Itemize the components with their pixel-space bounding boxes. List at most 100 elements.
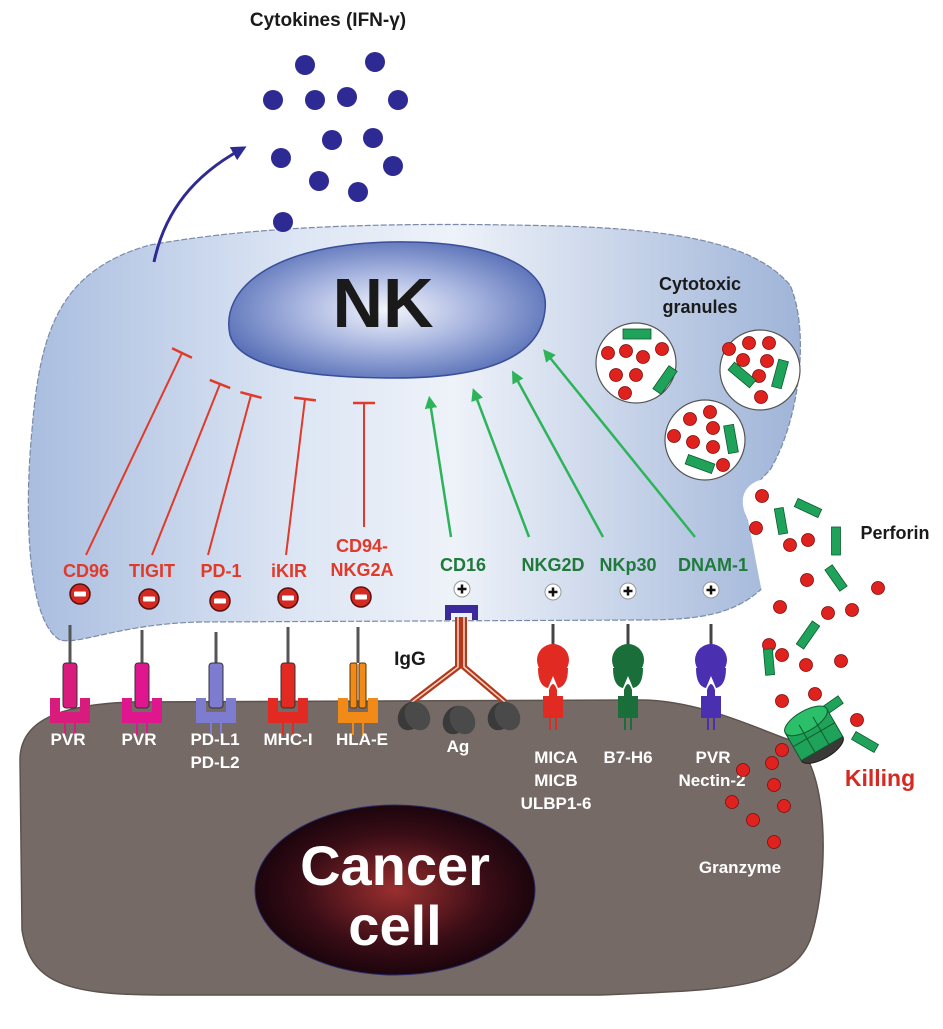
granules-label-line1: Cytotoxic <box>659 274 741 294</box>
granzyme-particle <box>767 778 781 792</box>
granzyme-particle <box>749 521 763 535</box>
cytokine-dot <box>365 52 385 72</box>
receptor-label-pd1: PD-1 <box>200 561 241 581</box>
ligand-label-mica: MICA <box>534 748 577 767</box>
minus-sign-bar <box>282 595 294 601</box>
inhibition-bar <box>293 396 317 402</box>
ligand-label-hlae: HLA-E <box>336 730 388 749</box>
inhibition-bar <box>240 390 262 400</box>
minus-sign-bar <box>214 598 226 604</box>
granzyme-particle <box>834 654 848 668</box>
perforin-particle <box>727 361 757 389</box>
inhibitory-receptor-ikir <box>268 627 308 735</box>
perforin-particle <box>793 497 823 519</box>
receptor-label-nkg2a: NKG2A <box>330 560 393 580</box>
ligand <box>701 684 721 718</box>
granzyme-particle <box>746 813 760 827</box>
cytokine-dot <box>383 156 403 176</box>
cytokine-dot <box>273 212 293 232</box>
activating-signal-arrows <box>424 349 696 538</box>
receptor-rod <box>280 662 296 709</box>
granzyme-particle <box>683 412 697 426</box>
receptor-label-cd16: CD16 <box>440 555 486 575</box>
inhibitory-receptor-pd-1 <box>196 632 236 735</box>
granzyme-particle <box>609 368 623 382</box>
inhibitory-receptor-nkg2a <box>338 627 378 735</box>
activating-receptor-nkg2d <box>537 624 569 730</box>
minus-sign-bar <box>143 596 155 602</box>
granzyme-particle <box>801 533 815 547</box>
cytokine-dot <box>322 130 342 150</box>
receptor-structures <box>50 605 727 735</box>
killing-label: Killing <box>845 765 915 791</box>
cytotoxic-granule <box>664 399 746 481</box>
ligand-label-ag: Ag <box>447 737 470 756</box>
nk-nucleus <box>228 241 547 379</box>
ligand <box>543 684 563 718</box>
cytotoxic-granule <box>719 329 801 411</box>
perforin-particle <box>831 526 841 556</box>
cd16-igg-complex <box>397 605 521 735</box>
cancer-label-line2: cell <box>348 894 441 957</box>
perforin-particle <box>622 328 652 340</box>
receptor-label-tigit: TIGIT <box>129 561 175 581</box>
secretion-vesicle <box>742 477 860 720</box>
ligand-label-nectin2: Nectin-2 <box>678 771 745 790</box>
ligand-cup <box>50 698 90 723</box>
receptor-label-ikir: iKIR <box>271 561 307 581</box>
inhibitory-line <box>285 398 306 556</box>
cancer-label-line1: Cancer <box>300 834 490 897</box>
granzyme-label: Granzyme <box>699 858 781 877</box>
cytokine-dot <box>388 90 408 110</box>
granzyme-particle <box>775 743 789 757</box>
activating-receptor-dnam-1 <box>695 624 727 730</box>
receptor-chain <box>349 662 358 709</box>
activating-arrow <box>543 349 696 538</box>
receptor-socket <box>613 668 643 688</box>
cytokine-dot <box>337 87 357 107</box>
granzyme-particle <box>629 368 643 382</box>
granzyme-particle <box>736 353 750 367</box>
granzyme-particle <box>742 336 756 350</box>
ligand-label-mhc1: MHC-I <box>263 730 312 749</box>
granzyme-particle <box>775 648 789 662</box>
inhibitory-signal-lines <box>85 347 375 556</box>
granzyme-particle <box>871 581 885 595</box>
perforin-particle <box>684 454 716 474</box>
granzyme-particle <box>716 458 730 472</box>
granzyme-particle <box>773 600 787 614</box>
granzyme-particle <box>755 489 769 503</box>
inhibition-bar <box>171 347 193 359</box>
perforin-particle <box>723 423 739 455</box>
cytokine-dot <box>348 182 368 202</box>
ligand-cup <box>122 698 162 723</box>
receptor-label-nkg2d: NKG2D <box>521 555 584 575</box>
receptor-label-cd94: CD94- <box>336 536 388 556</box>
perforin-label: Perforin <box>860 523 929 543</box>
cytokine-dot <box>271 148 291 168</box>
granzyme-particle <box>636 350 650 364</box>
ligand-label-pdl1: PD-L1 <box>190 730 239 749</box>
granzyme-particle <box>767 835 781 849</box>
ligand-label-pdl2: PD-L2 <box>190 753 239 772</box>
inhibitory-line <box>151 383 221 556</box>
inhibitory-receptor-cd96 <box>50 625 90 735</box>
granzyme-particle <box>601 346 615 360</box>
antigen <box>494 701 521 731</box>
granzyme-particle <box>655 342 669 356</box>
activating-receptor-nkp30 <box>612 624 644 730</box>
inhibitory-line <box>85 352 183 556</box>
inhibitory-receptor-tigit <box>122 630 162 735</box>
receptor-chain <box>358 662 367 709</box>
plus-sign-cross <box>706 585 716 595</box>
receptor-rod <box>134 662 150 709</box>
cytokine-particles <box>263 52 408 232</box>
activating-arrow <box>424 395 453 538</box>
granzyme-particle <box>760 354 774 368</box>
igg-label: IgG <box>394 649 426 670</box>
granule-membrane <box>595 322 677 404</box>
cytokines-label: Cytokines (IFN-γ) <box>250 10 406 31</box>
activating-arrow <box>512 370 605 538</box>
granzyme-particle <box>706 440 720 454</box>
